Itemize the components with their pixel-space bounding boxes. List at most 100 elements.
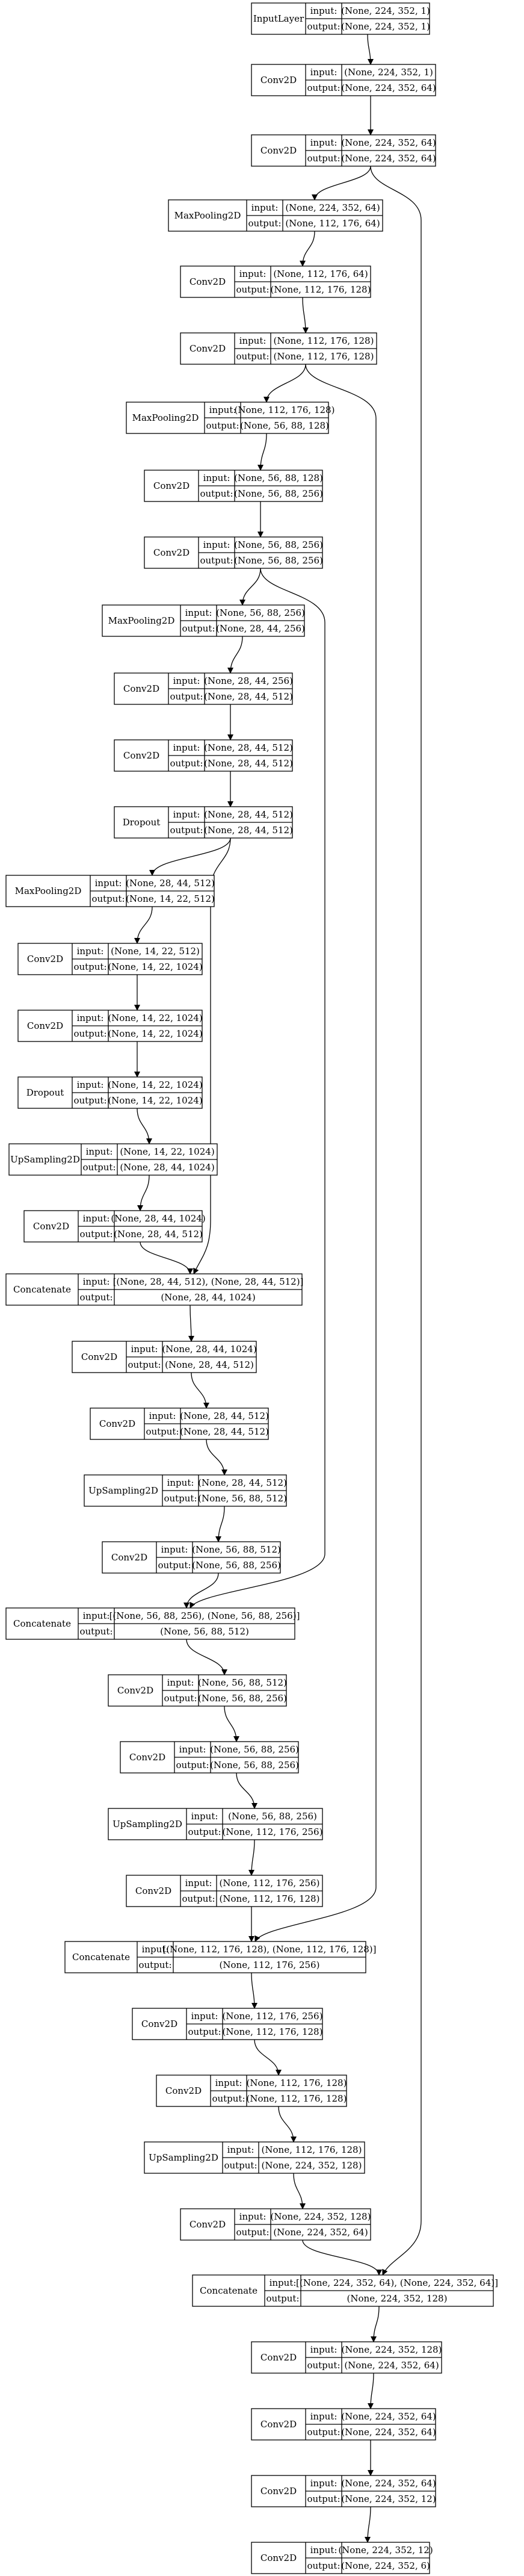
layer-type: Conv2D bbox=[141, 2019, 177, 2029]
output-label: output: bbox=[79, 1626, 113, 1637]
input-shape: (None, 112, 176, 256) bbox=[220, 1878, 320, 1889]
output-shape: (None, 28, 44, 512) bbox=[114, 1229, 203, 1240]
input-shape: (None, 224, 352, 64) bbox=[341, 2411, 436, 2422]
layer-type: Concatenate bbox=[72, 1952, 130, 1963]
input-shape: (None, 56, 88, 128) bbox=[234, 473, 323, 483]
output-label: output: bbox=[164, 1693, 197, 1704]
output-shape: (None, 14, 22, 1024) bbox=[108, 1095, 202, 1106]
input-shape: (None, 112, 176, 128) bbox=[247, 2078, 347, 2088]
layer-type: Conv2D bbox=[27, 954, 63, 964]
output-shape: (None, 224, 352, 1) bbox=[341, 21, 430, 32]
output-label: output: bbox=[176, 1760, 209, 1771]
input-shape: (None, 56, 88, 256) bbox=[234, 539, 323, 550]
output-shape: (None, 56, 88, 128) bbox=[240, 420, 329, 431]
output-shape: (None, 112, 176, 128) bbox=[271, 284, 371, 295]
output-label: output: bbox=[73, 1028, 106, 1039]
layer-type: Concatenate bbox=[13, 1284, 71, 1295]
input-shape: (None, 224, 352, 64) bbox=[341, 137, 436, 148]
connection-arrow bbox=[191, 1372, 209, 1409]
input-shape: (None, 112, 176, 64) bbox=[273, 268, 368, 279]
connection-arrow bbox=[371, 2306, 380, 2342]
connection-arrow bbox=[137, 1175, 150, 1211]
layer-type: Conv2D bbox=[123, 683, 159, 694]
input-label: input: bbox=[310, 137, 338, 148]
output-label: output: bbox=[307, 2427, 340, 2438]
output-label: output: bbox=[188, 2026, 221, 2037]
input-label: input: bbox=[149, 1411, 176, 1421]
input-label: input: bbox=[77, 1079, 104, 1090]
output-shape: (None, 28, 44, 256) bbox=[216, 623, 305, 634]
layer-type: Conv2D bbox=[190, 343, 226, 354]
layer-type: UpSampling2D bbox=[113, 1819, 182, 1830]
output-shape: (None, 28, 44, 1024) bbox=[161, 1292, 255, 1303]
output-shape: (None, 112, 176, 128) bbox=[223, 2026, 323, 2037]
output-label: output: bbox=[248, 218, 281, 229]
layer-type: MaxPooling2D bbox=[108, 615, 175, 626]
connection-arrow bbox=[312, 166, 371, 200]
connection-arrow bbox=[368, 2373, 374, 2409]
layer-type: Concatenate bbox=[200, 2285, 257, 2296]
connection-arrow bbox=[183, 1572, 219, 1609]
input-shape: (None, 224, 352, 64) bbox=[341, 2478, 436, 2489]
layer-type: Dropout bbox=[26, 1087, 64, 1098]
output-shape: (None, 224, 352, 64) bbox=[341, 82, 436, 93]
output-shape: (None, 56, 88, 256) bbox=[198, 1693, 287, 1704]
output-shape: (None, 224, 352, 6) bbox=[341, 2560, 430, 2571]
input-label: input: bbox=[173, 742, 200, 753]
output-label: output: bbox=[206, 420, 239, 431]
connection-arrow bbox=[302, 2239, 382, 2276]
layer-type: MaxPooling2D bbox=[15, 886, 82, 896]
output-label: output: bbox=[307, 2494, 340, 2504]
layer-type: MaxPooling2D bbox=[132, 412, 199, 423]
connection-arrow bbox=[370, 166, 422, 2276]
input-label: input: bbox=[83, 1213, 110, 1224]
input-shape: (None, 28, 44, 512) bbox=[204, 742, 293, 753]
output-shape: (None, 224, 352, 12) bbox=[341, 2494, 436, 2504]
output-label: output: bbox=[138, 1960, 171, 1970]
input-shape: [(None, 28, 44, 512), (None, 28, 44, 512… bbox=[113, 1276, 304, 1287]
output-shape: (None, 56, 88, 512) bbox=[198, 1493, 287, 1504]
output-label: output: bbox=[307, 2560, 340, 2571]
output-shape: (None, 56, 88, 256) bbox=[192, 1560, 281, 1571]
input-shape: (None, 112, 176, 128) bbox=[274, 335, 374, 346]
layer-type: Conv2D bbox=[117, 1685, 153, 1696]
layer-type: MaxPooling2D bbox=[174, 210, 241, 221]
layer-type: Conv2D bbox=[260, 2352, 297, 2363]
output-shape: (None, 56, 88, 256) bbox=[210, 1760, 299, 1771]
output-label: output: bbox=[307, 2360, 340, 2371]
input-shape: (None, 28, 44, 512) bbox=[126, 878, 215, 889]
layer-type: InputLayer bbox=[253, 13, 304, 24]
connection-arrow bbox=[248, 1839, 255, 1876]
input-label: input: bbox=[86, 1146, 113, 1157]
output-shape: (None, 28, 44, 512) bbox=[165, 1359, 254, 1370]
input-label: input: bbox=[83, 1610, 110, 1621]
output-shape: (None, 14, 22, 512) bbox=[126, 893, 215, 904]
input-shape: (None, 224, 352, 1) bbox=[344, 67, 433, 78]
connection-arrow bbox=[264, 364, 306, 403]
input-label: input: bbox=[227, 2144, 254, 2155]
input-shape: (None, 28, 44, 512) bbox=[180, 1411, 269, 1421]
output-label: output: bbox=[188, 1826, 221, 1837]
input-shape: (None, 112, 176, 256) bbox=[223, 2011, 323, 2022]
input-label: input: bbox=[185, 1878, 212, 1889]
connection-arrow bbox=[206, 1439, 227, 1476]
layer-type: Conv2D bbox=[153, 480, 190, 491]
connection-arrow bbox=[224, 1705, 239, 1742]
input-label: input: bbox=[239, 2211, 267, 2222]
